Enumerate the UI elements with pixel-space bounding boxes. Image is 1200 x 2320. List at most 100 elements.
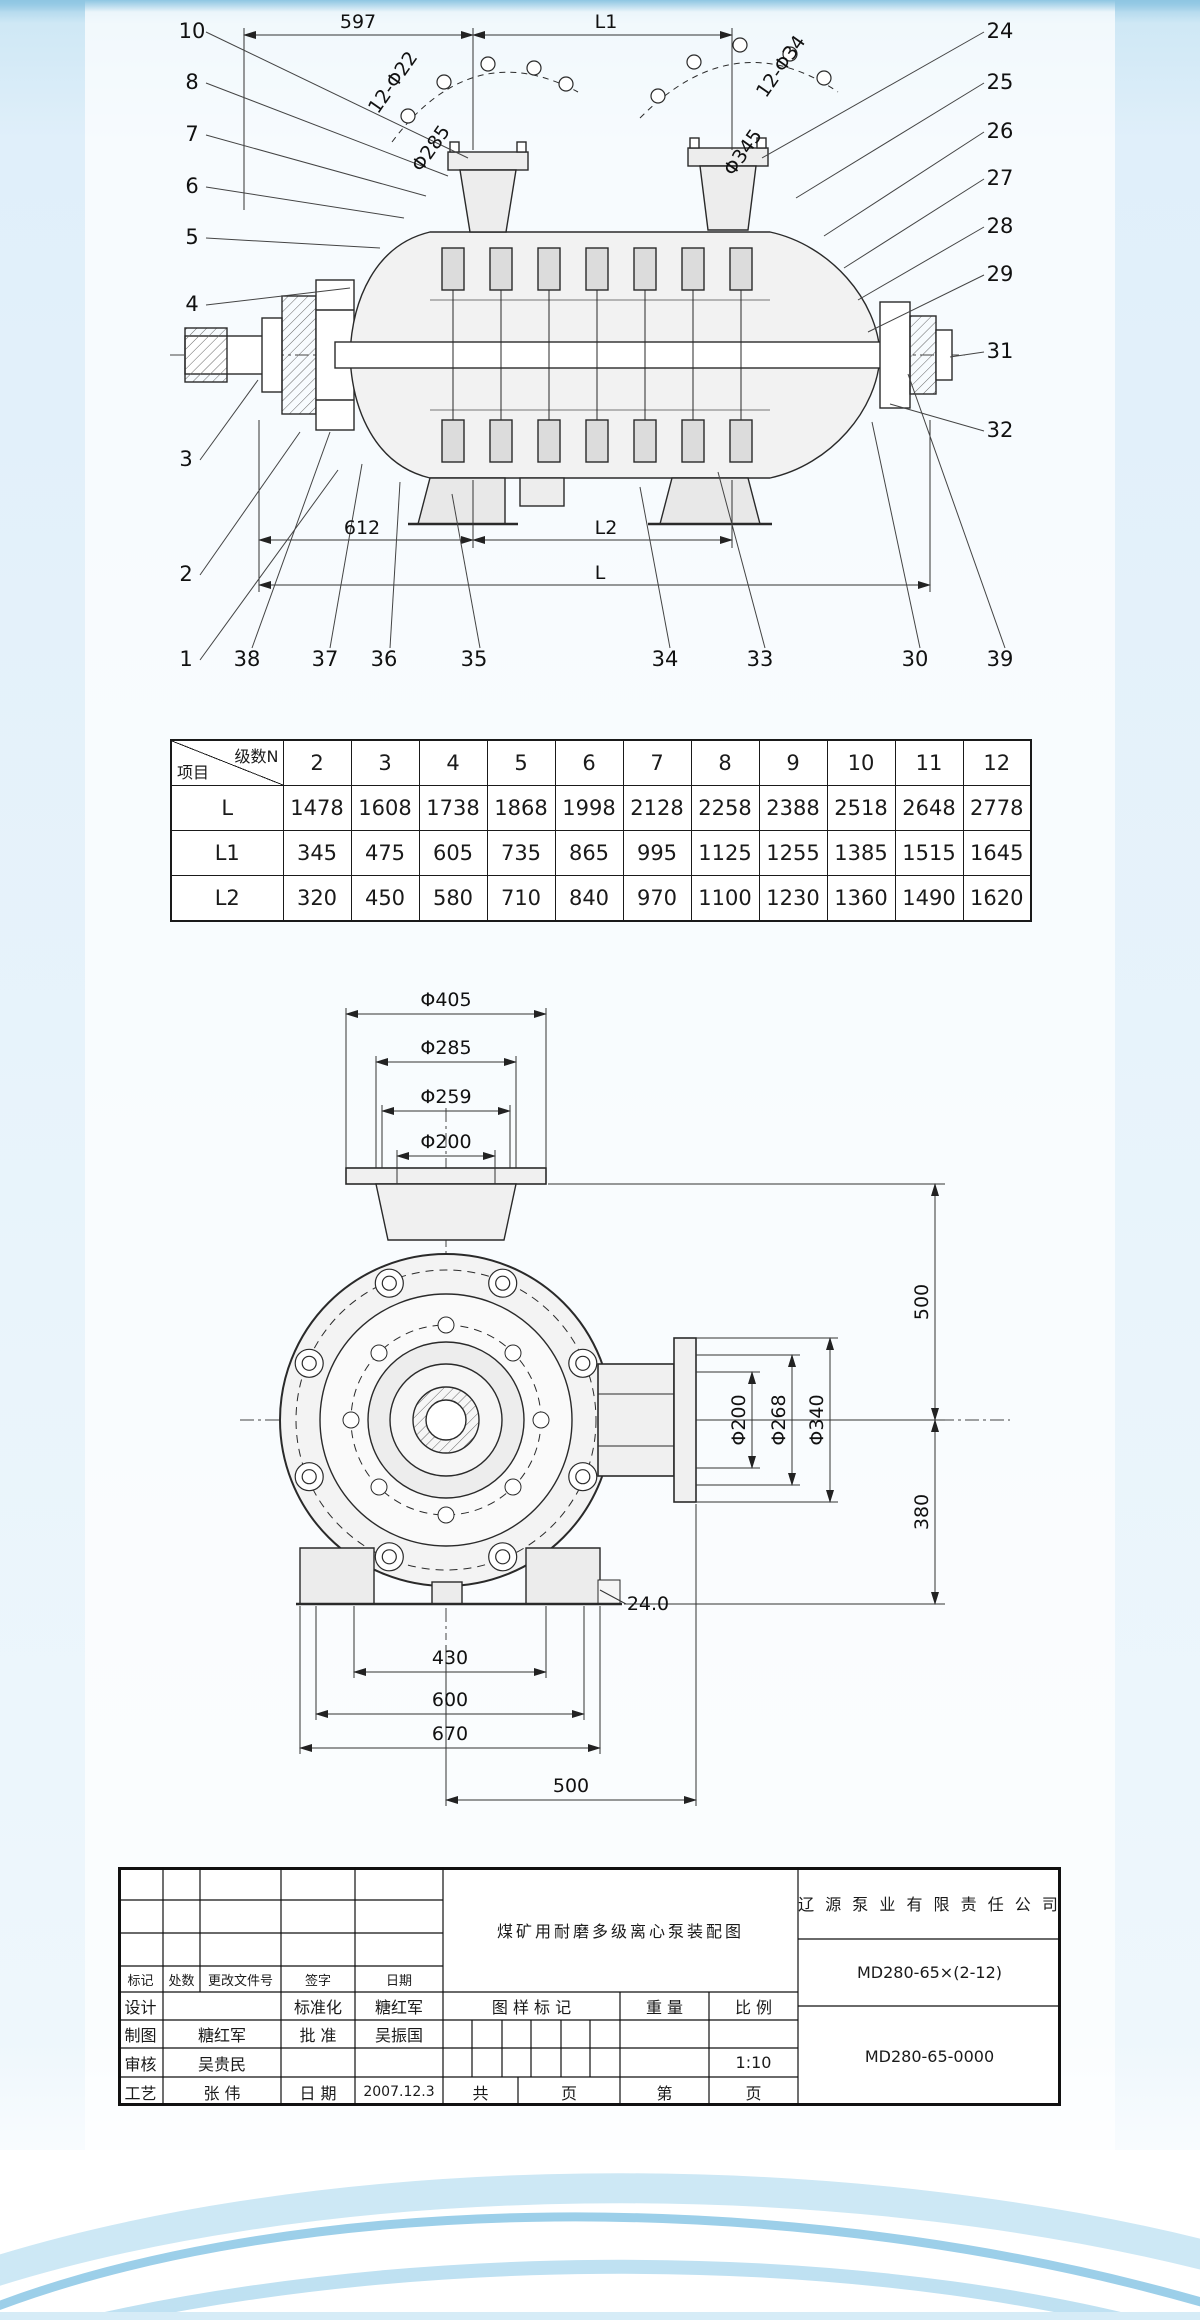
title-block-grid-lines (118, 1867, 1061, 2106)
footer-number: 第 (656, 2083, 673, 2103)
stage-value-cell: 735 (486, 830, 556, 876)
dim-label-bolts-left: 12-Φ22 (364, 48, 422, 118)
end-view-dimension-lines (299, 1008, 945, 1806)
value-date: 2007.12.3 (363, 2083, 435, 2100)
stage-value-cell: 1868 (486, 785, 556, 831)
callout-number: 8 (185, 70, 198, 94)
dim-label-500-bottom: 500 (553, 1775, 589, 1797)
value-standardization: 糖红军 (374, 1998, 423, 2017)
value-approval: 吴振国 (374, 2026, 423, 2045)
stage-col-header: 12 (962, 739, 1032, 786)
stage-col-header: 4 (418, 739, 488, 786)
callout-number: 27 (987, 166, 1014, 190)
callout-numbers-right: 24 25 26 27 28 29 31 32 (987, 19, 1014, 442)
stage-col-header: 9 (758, 739, 828, 786)
stage-col-header: 7 (622, 739, 692, 786)
stage-value-cell: 1100 (690, 875, 760, 922)
header-change-doc: 更改文件号 (207, 1973, 273, 1989)
dim-label-phi405: Φ405 (420, 990, 471, 1011)
value-drafting: 糖红军 (197, 2026, 246, 2045)
stage-col-header: 6 (554, 739, 624, 786)
stage-value-cell: 995 (622, 830, 692, 876)
callout-number: 24 (987, 19, 1014, 43)
stage-value-cell: 2388 (758, 785, 828, 831)
stage-value-cell: 840 (554, 875, 624, 922)
callout-number: 1 (179, 647, 192, 671)
stage-value-cell: 1998 (554, 785, 624, 831)
stage-value-cell: 1255 (758, 830, 828, 876)
callout-number: 6 (185, 174, 198, 198)
stage-col-header: 11 (894, 739, 964, 786)
corner-label-item: 项目 (177, 763, 210, 782)
end-view-body (240, 1108, 1010, 1640)
stage-value-cell: 2128 (622, 785, 692, 831)
dim-label-phi340: Φ340 (806, 1394, 828, 1445)
header-mark: 标记 (127, 1973, 154, 1989)
dim-label-380-height: 380 (911, 1494, 933, 1530)
stage-value-cell: 605 (418, 830, 488, 876)
callout-number: 32 (987, 418, 1014, 442)
dim-label-430: 430 (432, 1647, 468, 1669)
cover-bolts (342, 1316, 550, 1524)
header-date: 日期 (385, 1973, 412, 1989)
dim-label-612: 612 (344, 517, 380, 539)
header-scale: 比 例 (734, 1998, 773, 2017)
stage-value-cell: 580 (418, 875, 488, 922)
callout-number: 25 (987, 70, 1014, 94)
value-design (163, 1992, 281, 2020)
impeller-stages (441, 247, 753, 463)
casing-bolts (294, 1268, 598, 1572)
pump-model: MD280-65×(2-12) (857, 1963, 1002, 1982)
callout-numbers-left: 10 8 7 6 5 4 3 2 1 (179, 19, 206, 671)
dim-label-phi259: Φ259 (420, 1086, 471, 1108)
callout-leader-lines (199, 31, 1006, 661)
stage-col-header: 10 (826, 739, 896, 786)
stage-col-header: 3 (350, 739, 420, 786)
value-review: 吴贵民 (197, 2054, 246, 2074)
header-weight: 重 量 (645, 1998, 684, 2017)
stage-value-cell: 2258 (690, 785, 760, 831)
stage-value-cell: 1620 (962, 875, 1032, 922)
label-design: 设计 (124, 1998, 157, 2017)
dim-label-597: 597 (340, 11, 376, 33)
row-label-L2: L2 (170, 875, 284, 922)
stage-value-cell: 2778 (962, 785, 1032, 831)
stage-value-cell: 1738 (418, 785, 488, 831)
row-label-L1: L1 (170, 830, 284, 876)
callout-numbers-bottom: 38 37 36 35 34 33 30 39 (234, 647, 1014, 671)
row-label-L: L (170, 785, 284, 831)
callout-number: 37 (312, 647, 339, 671)
stage-value-cell: 1608 (350, 785, 420, 831)
dim-label-L1: L1 (595, 11, 618, 33)
table-row: L2 320 450 580 710 840 970 1100 1230 136… (170, 875, 1032, 922)
dim-label-670: 670 (432, 1723, 468, 1745)
suction-flange (447, 141, 529, 233)
corner-label-stages: 级数N (234, 747, 279, 766)
callout-number: 3 (179, 447, 192, 471)
dim-label-phi200-top: Φ200 (420, 1131, 471, 1153)
callout-number: 7 (185, 122, 198, 146)
footer-sheet: 页 (745, 2083, 762, 2103)
stage-value-cell: 970 (622, 875, 692, 922)
dim-label-L2: L2 (595, 517, 618, 539)
callout-number: 26 (987, 119, 1014, 143)
callout-number: 31 (987, 339, 1014, 363)
stage-value-cell: 1230 (758, 875, 828, 922)
callout-number: 4 (185, 292, 198, 316)
value-process: 张 伟 (203, 2083, 241, 2103)
dim-label-phi268: Φ268 (768, 1394, 790, 1445)
dim-label-bolts-right: 12-Φ34 (752, 32, 810, 102)
label-review: 审核 (124, 2054, 157, 2074)
callout-number: 29 (987, 262, 1014, 286)
company-name: 辽 源 泵 业 有 限 责 任 公 司 (798, 1895, 1061, 1914)
assembly-dimension-lines (243, 28, 931, 592)
dim-label-500-height: 500 (911, 1284, 933, 1320)
stage-value-cell: 450 (350, 875, 420, 922)
drawing-title: 煤矿用耐磨多级离心泵装配图 (496, 1921, 744, 1941)
title-block: 煤矿用耐磨多级离心泵装配图 辽 源 泵 业 有 限 责 任 公 司 MD280-… (118, 1867, 1061, 2106)
callout-number: 2 (179, 562, 192, 586)
callout-number: 10 (179, 19, 206, 43)
dim-label-phi285: Φ285 (420, 1037, 471, 1059)
callout-number: 36 (371, 647, 398, 671)
